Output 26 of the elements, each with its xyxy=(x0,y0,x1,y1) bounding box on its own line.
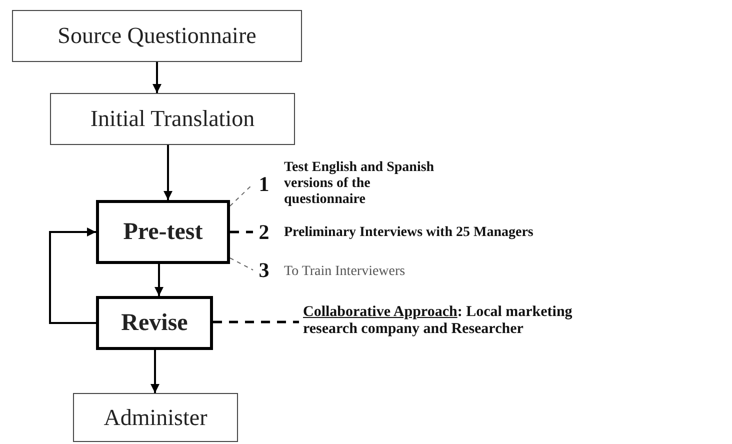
item-description: Test English and Spanish versions of the questionnaire xyxy=(284,160,436,208)
box-label: Initial Translation xyxy=(90,106,255,132)
item-number: 1 xyxy=(257,172,271,196)
box-label: Revise xyxy=(121,310,188,336)
arrow xyxy=(49,228,96,324)
arrow xyxy=(150,350,160,393)
box-label: Source Questionnaire xyxy=(58,23,256,49)
arrow xyxy=(152,62,162,93)
box-label: Pre-test xyxy=(123,218,203,246)
dashed-line xyxy=(230,230,253,234)
note-text: Collaborative Approach: Local marketing research company and Researcher xyxy=(303,304,574,338)
process-box xyxy=(96,200,230,264)
item-number: 3 xyxy=(257,258,271,282)
item-number: 2 xyxy=(257,220,271,244)
dashed-line xyxy=(230,184,254,206)
box-label: Administer xyxy=(104,404,208,430)
arrow xyxy=(164,145,172,200)
process-box xyxy=(12,10,302,62)
process-box xyxy=(50,93,295,145)
dashed-line xyxy=(230,258,254,270)
dashed-line xyxy=(213,320,299,324)
item-description: To Train Interviewers xyxy=(284,264,406,280)
arrow xyxy=(154,264,164,296)
item-description: Preliminary Interviews with 25 Managers xyxy=(284,225,534,241)
process-box xyxy=(73,393,238,442)
process-box xyxy=(96,296,213,350)
